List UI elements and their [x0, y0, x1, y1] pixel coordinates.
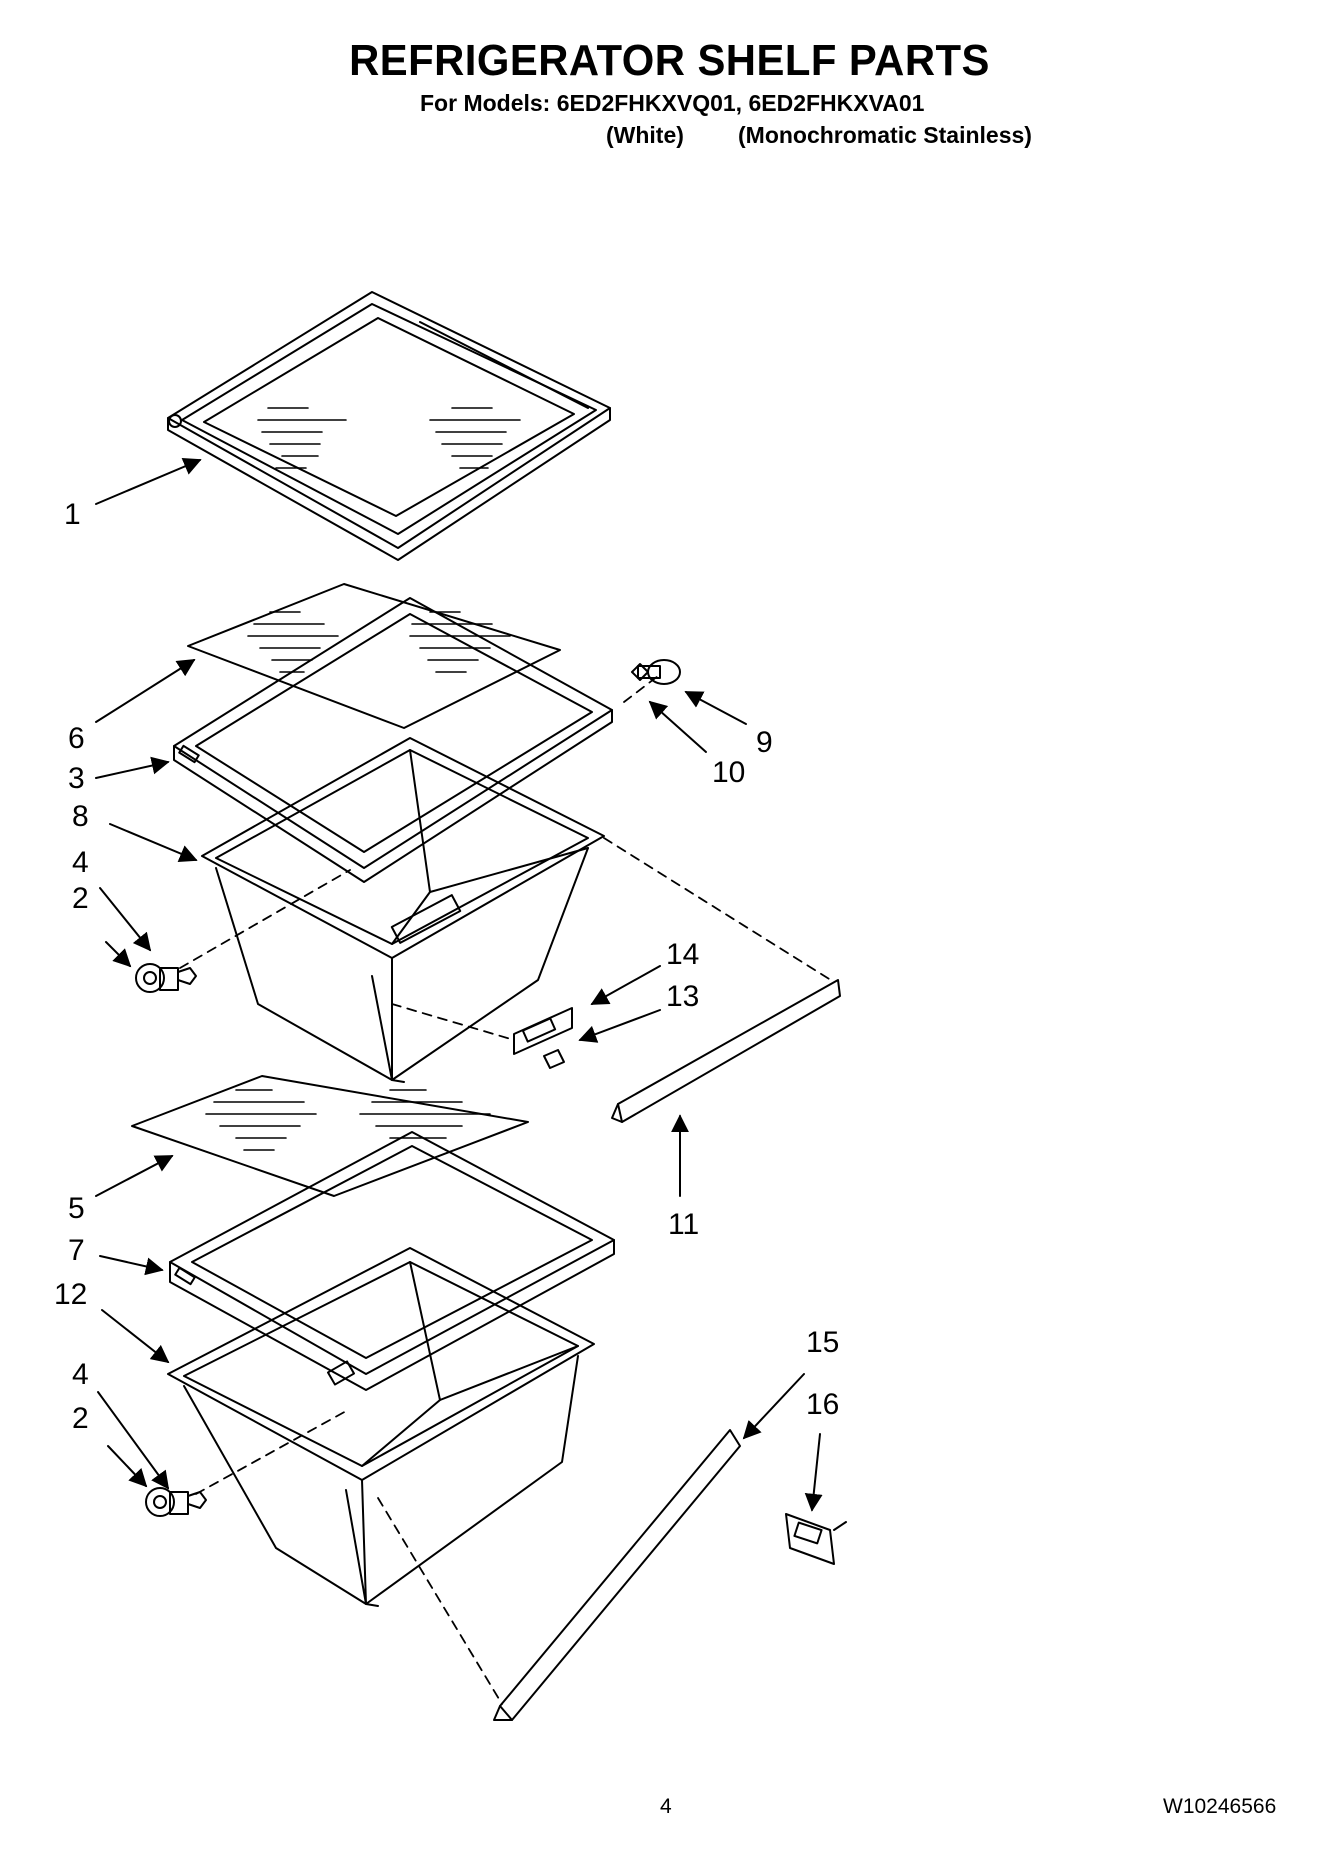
callout-5: 5	[68, 1192, 85, 1225]
page-title: REFRIGERATOR SHELF PARTS	[349, 36, 990, 85]
callout-16: 16	[806, 1388, 840, 1421]
variant-white: (White)	[606, 122, 684, 148]
rail-part-15	[493, 1429, 741, 1721]
clip-part-16	[785, 1513, 847, 1565]
top-shelf-part-1	[167, 291, 611, 561]
callout-12: 12	[54, 1278, 88, 1311]
bearing-lower-parts-2-4	[145, 1487, 207, 1517]
rail-part-11	[611, 979, 841, 1123]
callout-15: 15	[806, 1326, 840, 1359]
crisper-cover-part-3	[173, 597, 613, 883]
assembly-lines	[179, 675, 835, 1705]
callout-3: 3	[68, 762, 85, 795]
callout-1: 1	[64, 498, 81, 531]
clip-parts-13-14	[513, 1007, 573, 1069]
callout-4-upper: 4	[72, 846, 89, 879]
crisper-drawer-part-8	[201, 737, 605, 1083]
crisper-cover-part-7	[169, 1131, 615, 1391]
callout-10: 10	[712, 756, 746, 789]
callout-11: 11	[668, 1208, 700, 1241]
crisper-drawer-part-12	[167, 1247, 595, 1607]
callout-9: 9	[756, 726, 773, 759]
document-number: W10246566	[1163, 1795, 1277, 1818]
callout-2-upper: 2	[72, 882, 89, 915]
variant-stainless: (Monochromatic Stainless)	[738, 122, 1032, 148]
page-number: 4	[660, 1795, 672, 1818]
callout-6: 6	[68, 722, 85, 755]
callout-2-lower: 2	[72, 1402, 89, 1435]
callout-13: 13	[666, 980, 700, 1013]
models-line: For Models: 6ED2FHKXVQ01, 6ED2FHKXVA01	[420, 90, 925, 116]
knob-parts-9-10	[631, 659, 681, 685]
glass-panel-part-5	[131, 1075, 529, 1197]
callout-4-lower: 4	[72, 1358, 89, 1391]
callout-8: 8	[72, 800, 89, 833]
bearing-upper-parts-2-4	[135, 963, 197, 993]
leader-arrows	[95, 458, 823, 1512]
callout-7: 7	[68, 1234, 85, 1267]
glass-panel-part-6	[187, 583, 561, 729]
callout-14: 14	[666, 938, 700, 971]
